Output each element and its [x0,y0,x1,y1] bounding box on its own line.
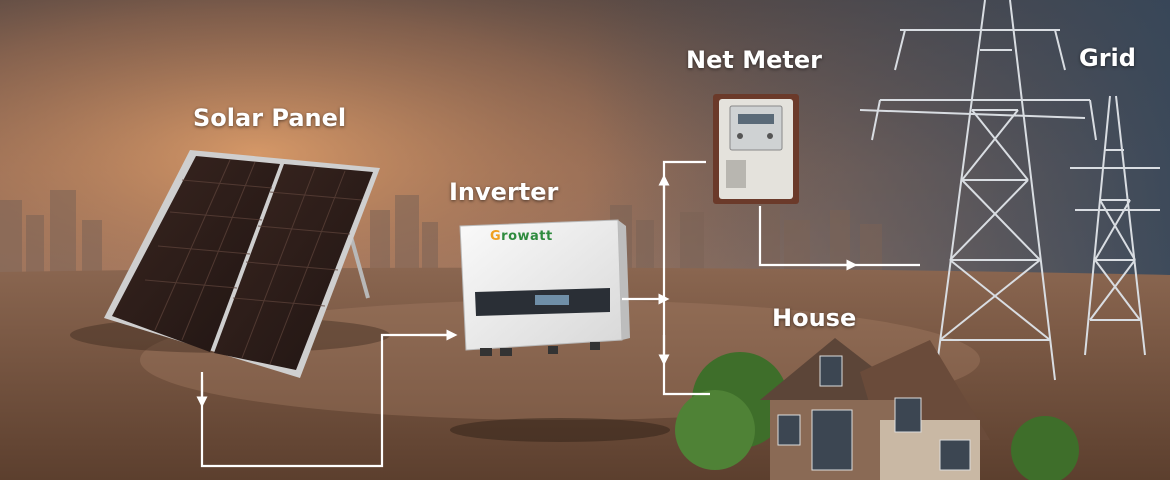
house-graphic [675,338,1079,480]
house-shadow [450,418,670,442]
label-net-meter: Net Meter [686,46,822,74]
inverter-graphic [459,219,630,356]
grid-towers-graphic [859,0,1160,381]
label-solar-panel: Solar Panel [193,104,347,132]
label-inverter: Inverter [449,178,559,206]
wire-split-down [662,299,710,396]
label-house: House [772,304,857,332]
wire-panel-to-inverter [200,333,455,468]
net-meter-graphic [713,94,799,204]
label-grid: Grid [1079,44,1136,72]
wire-split [662,160,706,299]
wiring [196,160,920,468]
inverter-brand-logo: Growatt [490,229,553,244]
wire-meter-to-grid [758,206,920,267]
solar-panel-graphic [104,150,380,378]
